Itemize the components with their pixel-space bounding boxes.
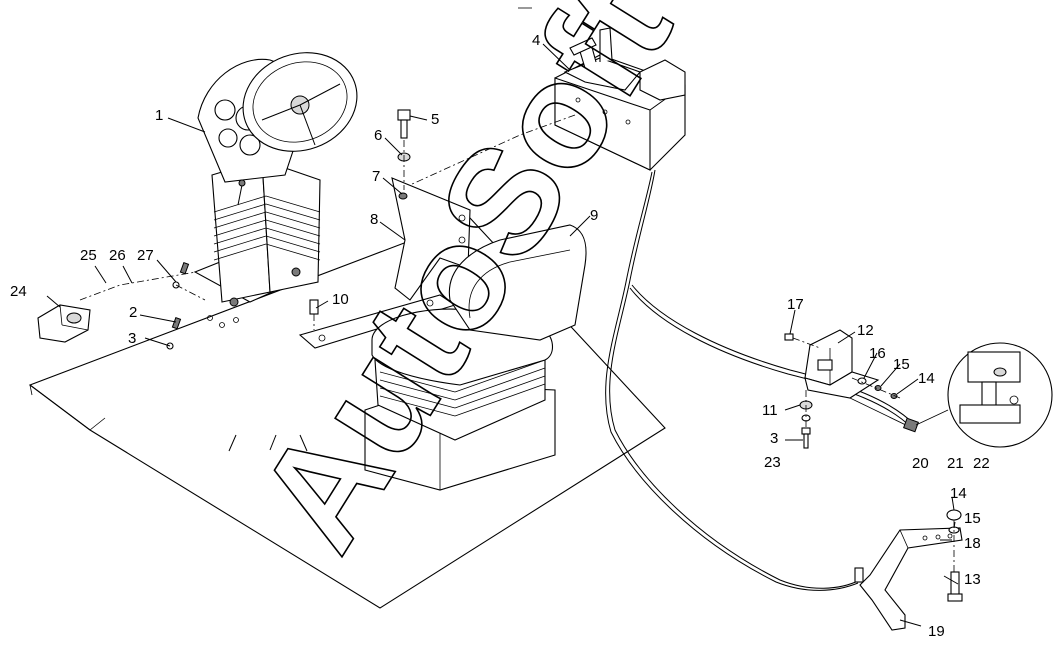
callout-1: 1 (155, 107, 163, 124)
callout-2: 2 (129, 304, 137, 321)
steering-column (193, 52, 358, 307)
callout-27: 27 (137, 247, 154, 264)
callout-labels: 1 2 3 3 4 5 6 7 8 9 10 11 12 13 14 14 15… (10, 32, 990, 640)
callout-7: 7 (372, 168, 380, 185)
cables (605, 169, 916, 591)
callout-14-upper: 14 (918, 370, 935, 387)
callout-18: 18 (964, 535, 981, 552)
callout-25: 25 (80, 247, 97, 264)
callout-9: 9 (590, 207, 598, 224)
operator-seat (364, 224, 587, 491)
callout-22: 22 (973, 455, 990, 472)
callout-26: 26 (109, 247, 126, 264)
callout-14-lower: 14 (950, 485, 967, 502)
callout-6: 6 (374, 127, 382, 144)
callout-11: 11 (762, 402, 778, 419)
callout-3-lower: 3 (770, 430, 778, 447)
control-box (409, 27, 686, 186)
sender-fasteners (851, 377, 901, 399)
callout-10: 10 (332, 291, 349, 308)
lower-bracket (854, 509, 963, 631)
callout-23: 23 (764, 454, 781, 471)
bracket-fasteners (799, 390, 813, 449)
callout-15-upper: 15 (893, 356, 910, 373)
callout-19: 19 (928, 623, 945, 640)
bolt-washer-nut (397, 109, 411, 200)
leader-lines (46, 43, 959, 627)
callout-5: 5 (431, 111, 439, 128)
callout-16: 16 (869, 345, 886, 362)
bracket-block (37, 304, 91, 343)
callout-17: 17 (787, 296, 804, 313)
callout-24: 24 (10, 283, 27, 300)
seat-bracket (391, 177, 471, 301)
callout-12: 12 (857, 322, 874, 339)
callout-4: 4 (532, 32, 540, 49)
detail-view (915, 342, 1053, 448)
callout-20: 20 (912, 455, 929, 472)
callout-13: 13 (964, 571, 981, 588)
callout-3: 3 (128, 330, 136, 347)
callout-15-lower: 15 (964, 510, 981, 527)
callout-21: 21 (947, 455, 964, 472)
callout-8: 8 (370, 211, 378, 228)
